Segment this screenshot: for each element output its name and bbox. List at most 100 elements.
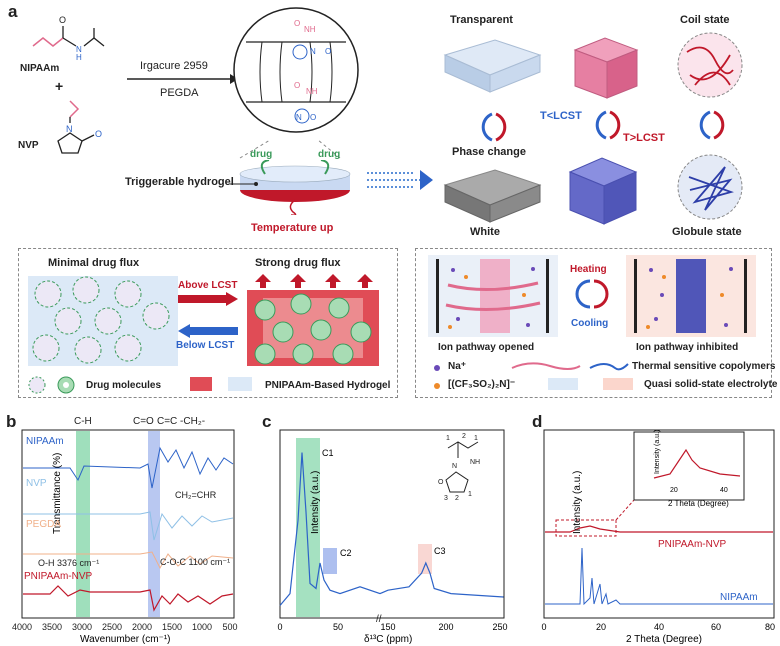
panel-b-band-ch: C-H: [74, 416, 92, 427]
ion-pathway-inhibited-diagram: [626, 255, 756, 337]
panel-c-letter: c: [262, 412, 272, 431]
legend-anion-label: [(CF₃SO₂)₂N]⁻: [448, 379, 516, 390]
legend-copolymer-icon: [511, 362, 629, 371]
drug-flux-box: [18, 248, 398, 398]
panel-d-letter: d: [532, 412, 543, 431]
legend-na-icon: [434, 365, 440, 371]
svg-text:2000: 2000: [132, 622, 152, 632]
peak-c1-label: C1: [322, 448, 334, 458]
polymer-network-circle: O NH N O O NH N O: [233, 7, 359, 133]
panel-d-ylabel: Intensity (a.u.): [572, 471, 583, 534]
ion-opened-label: Ion pathway opened: [438, 342, 535, 353]
svg-text:N: N: [452, 463, 457, 470]
panel-c-ylabel: Intensity (a.u.): [310, 471, 321, 534]
ion-pathway-box: [415, 248, 772, 398]
hydrogel-pointer: [230, 182, 258, 186]
svg-text:1000: 1000: [192, 622, 212, 632]
legend-drug-icon: [28, 376, 75, 394]
legend-anion-icon: [434, 383, 440, 389]
zoom-dashed-lines: [239, 140, 341, 159]
svg-text:40: 40: [720, 487, 728, 494]
temperature-up-label: Temperature up: [251, 222, 334, 234]
series-nipaam-xrd-label: NIPAAm: [720, 592, 758, 603]
svg-text:2500: 2500: [102, 622, 122, 632]
svg-text:1500: 1500: [162, 622, 182, 632]
hydrogel-disk: [239, 160, 351, 215]
svg-text:O: O: [294, 81, 300, 90]
svg-text:O: O: [325, 47, 331, 56]
svg-text:20: 20: [596, 622, 606, 632]
legend-na-label: Na⁺: [448, 361, 467, 372]
transparent-gel-block: [443, 39, 542, 93]
reagent-irgacure: Irgacure 2959: [140, 60, 208, 72]
panel-b-xlabel: Wavenumber (cm⁻¹): [80, 634, 170, 645]
svg-text://: //: [376, 614, 382, 625]
panel-a-letter: a: [8, 2, 18, 21]
phase-change-label: Phase change: [452, 146, 526, 158]
svg-text:O: O: [59, 15, 66, 25]
lcst-cycle: [595, 110, 621, 140]
reaction-arrow: [127, 74, 238, 84]
strong-flux-gel: [247, 274, 379, 366]
svg-text:N: N: [76, 45, 82, 54]
legend-hydrogel-icon: [190, 377, 252, 391]
svg-text:3: 3: [444, 495, 448, 502]
series-nipaam-line: [23, 446, 234, 489]
svg-text:150: 150: [380, 622, 395, 632]
series-nvp-label: NVP: [26, 478, 47, 489]
panel-b-chart: Transmittance (%) 4000 3500 3000 2500 20…: [12, 429, 238, 645]
above-lcst-arrow: [178, 292, 238, 306]
panel-b-band-co: C=O: [133, 416, 154, 427]
cooling-label: Cooling: [571, 318, 609, 329]
heating-label: Heating: [570, 264, 607, 275]
inset-ylabel: Intensity (a.u.): [654, 430, 661, 474]
svg-text:2: 2: [455, 495, 459, 502]
peak-c2-label: C2: [340, 548, 352, 558]
series-pnipaam-nvp-label: PNIPAAm-NVP: [24, 571, 93, 582]
heat-cool-cycle: [575, 279, 609, 309]
above-lcst-arrow-label: Above LCST: [178, 280, 238, 291]
svg-text:N: N: [296, 113, 302, 122]
reagent-pegda: PEGDA: [160, 87, 199, 99]
svg-text:3500: 3500: [42, 622, 62, 632]
strong-flux-label: Strong drug flux: [255, 257, 341, 269]
transfer-arrow: [367, 170, 433, 190]
nmr-trace-line: [279, 452, 504, 606]
nvp-label: NVP: [18, 140, 39, 151]
series-pegda-line: [23, 551, 234, 570]
series-pnipaam-nvp-xrd-line: [545, 525, 773, 533]
svg-text:20: 20: [670, 487, 678, 494]
svg-text:3000: 3000: [72, 622, 92, 632]
white-gel-block: [443, 169, 542, 223]
svg-text:O: O: [294, 19, 300, 28]
drug-left-label: drug: [250, 149, 273, 160]
coil-state-circle: [677, 32, 743, 98]
svg-text:40: 40: [654, 622, 664, 632]
coil-cube: [573, 37, 639, 99]
ion-inhibited-label: Ion pathway inhibited: [636, 342, 739, 353]
molecule-inset: [445, 441, 479, 493]
plus-sign: +: [55, 78, 64, 94]
svg-text:NH: NH: [470, 459, 480, 466]
nipaam-label: NIPAAm: [20, 63, 60, 74]
panel-c-chart: C1 C2 C3 Intensity (a.u.) // 0 50 150 20…: [277, 429, 508, 645]
inset-xlabel: 2 Theta (Degree): [668, 499, 729, 508]
svg-text:NH: NH: [304, 25, 316, 34]
svg-text:200: 200: [438, 622, 453, 632]
triggerable-hydrogel-label: Triggerable hydrogel: [125, 176, 234, 188]
svg-text:H: H: [76, 53, 82, 62]
white-label: White: [470, 226, 500, 238]
svg-text:N: N: [310, 47, 316, 56]
legend-electrolyte-icon: [548, 378, 633, 390]
above-lcst-label: T>LCST: [623, 132, 665, 144]
below-lcst-label: T<LCST: [540, 110, 582, 122]
legend-drug-label: Drug molecules: [86, 380, 162, 391]
svg-text:O: O: [95, 129, 102, 139]
annot-oh: O-H 3376 cm⁻¹: [38, 558, 100, 568]
peak-c3-label: C3: [434, 546, 446, 556]
below-lcst-arrow-label: Below LCST: [176, 340, 235, 351]
svg-text:0: 0: [541, 622, 546, 632]
series-pnipaam-nvp-line: [23, 585, 234, 612]
globule-cube: [568, 157, 638, 225]
transparent-label: Transparent: [450, 14, 513, 26]
